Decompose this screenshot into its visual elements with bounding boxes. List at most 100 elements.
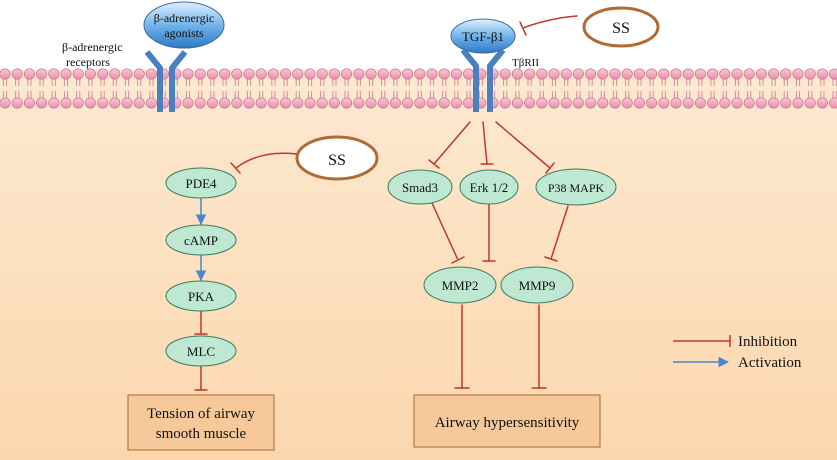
lipid-head (670, 68, 682, 80)
lipid-head (243, 68, 255, 80)
pka-node: PKA (165, 280, 237, 312)
lipid-head (719, 97, 731, 109)
lipid-head (658, 68, 670, 80)
lipid-head (450, 68, 462, 80)
p38-label: P38 MAPK (548, 181, 605, 195)
lipid-head (84, 68, 96, 80)
lipid-head (23, 97, 35, 109)
ss-top-label: SS (612, 20, 630, 37)
mlc-label: MLC (187, 344, 215, 359)
ss-left-label: SS (328, 152, 346, 169)
lipid-head (328, 97, 340, 109)
pathway-edges (194, 15, 578, 391)
lipid-head (755, 97, 767, 109)
lipid-head (694, 97, 706, 109)
lipid-head (548, 97, 560, 109)
lipid-head (804, 68, 816, 80)
lipid-head (36, 97, 48, 109)
beta-adrenergic-agonists-node: β-adrenergic agonists (143, 1, 225, 49)
lipid-head (536, 97, 548, 109)
legend: Inhibition Activation (673, 334, 802, 371)
lipid-head (97, 97, 109, 109)
lipid-head (524, 97, 536, 109)
lipid-head (414, 68, 426, 80)
lipid-head (804, 97, 816, 109)
lipid-head (792, 97, 804, 109)
lipid-head (536, 68, 548, 80)
lipid-head (560, 68, 572, 80)
lipid-head (389, 97, 401, 109)
beta-adrenergic-receptor (144, 50, 188, 112)
lipid-head (682, 68, 694, 80)
lipid-head (768, 97, 780, 109)
lipid-head (816, 68, 828, 80)
receptors-label-line2: receptors (66, 55, 110, 69)
lipid-head (182, 68, 194, 80)
pde4-label: PDE4 (185, 176, 217, 191)
lipid-head (731, 68, 743, 80)
ss-top-node: SS (582, 6, 660, 48)
lipid-head (292, 97, 304, 109)
receptor-inhibits-p38-edge (495, 121, 551, 169)
hypersensitivity-outcome-box: Airway hypersensitivity (413, 394, 601, 448)
lipid-head (511, 97, 523, 109)
tgf-label: TGF-β1 (462, 29, 504, 44)
lipid-head (743, 97, 755, 109)
activation-legend-label: Activation (738, 355, 802, 371)
lipid-head (231, 97, 243, 109)
lipid-head (426, 97, 438, 109)
lipid-head (707, 68, 719, 80)
ss-left-node: SS (295, 135, 379, 181)
lipid-head (353, 97, 365, 109)
receptor-inhibits-smad3-edge (433, 121, 471, 165)
lipid-head (780, 97, 792, 109)
extracellular-space (0, 0, 837, 70)
tension-label-line2: smooth muscle (156, 426, 247, 442)
lipid-head (72, 97, 84, 109)
lipid-head (280, 68, 292, 80)
lipid-head (48, 97, 60, 109)
lipid-head (316, 97, 328, 109)
lipid-head (206, 97, 218, 109)
lipid-head (426, 68, 438, 80)
lipid-head (670, 97, 682, 109)
lipid-head (621, 97, 633, 109)
lipid-head (402, 97, 414, 109)
lipid-head (328, 68, 340, 80)
mmp9-node: MMP9 (500, 266, 574, 304)
inhibition-legend-label: Inhibition (738, 334, 798, 350)
lipid-head (255, 68, 267, 80)
lipid-head (438, 97, 450, 109)
lipid-head (304, 68, 316, 80)
lipid-head (304, 97, 316, 109)
lipid-head (597, 68, 609, 80)
lipid-head (206, 68, 218, 80)
agonists-label-line2: agonists (164, 26, 204, 40)
lipid-head (524, 68, 536, 80)
lipid-head (572, 68, 584, 80)
lipid-head (548, 68, 560, 80)
lipid-head (267, 97, 279, 109)
lipid-head (48, 68, 60, 80)
lipid-head (121, 97, 133, 109)
lipid-head (255, 97, 267, 109)
lipid-head (0, 97, 11, 109)
lipid-head (719, 68, 731, 80)
lipid-head (60, 68, 72, 80)
lipid-head (72, 68, 84, 80)
lipid-head (280, 97, 292, 109)
lipid-head (511, 68, 523, 80)
lipid-head (182, 97, 194, 109)
lipid-head (829, 97, 837, 109)
lipid-head (768, 68, 780, 80)
lipid-head (353, 68, 365, 80)
hyper-label: Airway hypersensitivity (435, 415, 580, 431)
lipid-head (755, 68, 767, 80)
lipid-head (463, 68, 475, 80)
tgf-receptor (460, 48, 506, 112)
lipid-head (341, 68, 353, 80)
lipid-head (84, 97, 96, 109)
lipid-head (585, 97, 597, 109)
tension-label-line1: Tension of airway (147, 406, 256, 422)
lipid-head (36, 68, 48, 80)
